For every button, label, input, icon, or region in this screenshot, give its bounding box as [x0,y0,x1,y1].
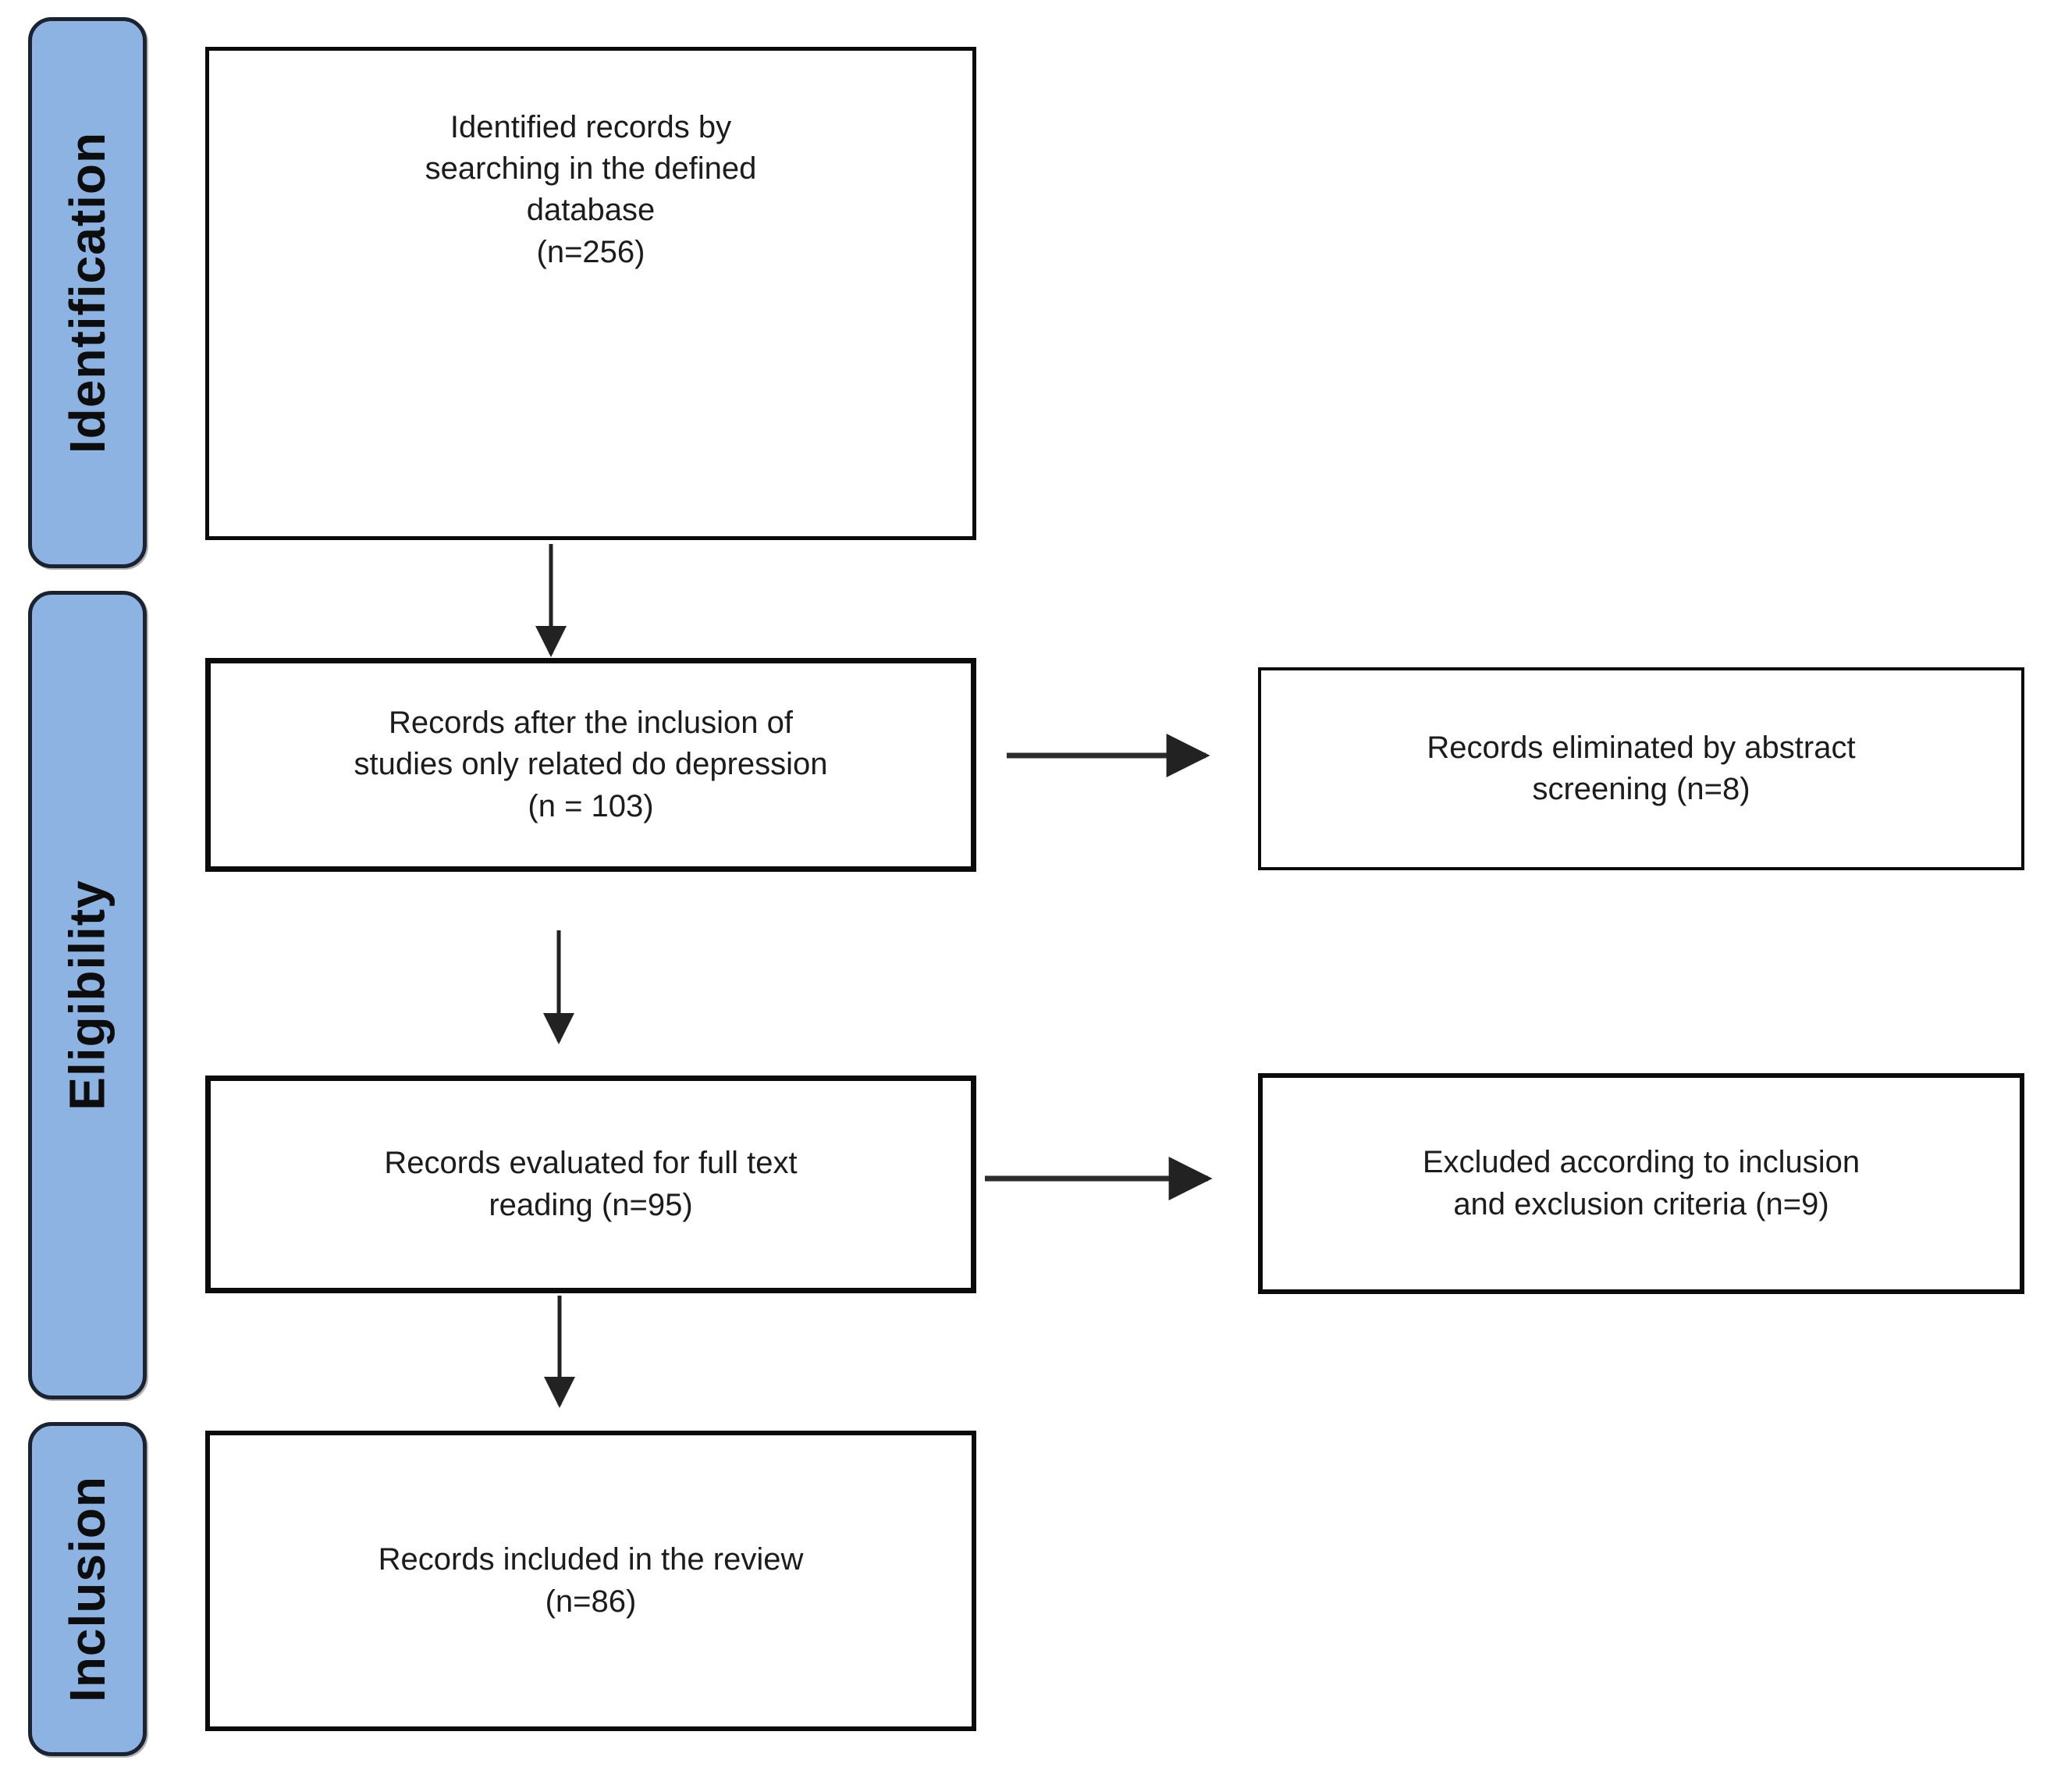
flow-box-included-in-review-text: Records included in the review (n=86) [378,1542,804,1619]
flow-box-identified-records: Identified records by searching in the d… [205,47,976,540]
flow-box-full-text-evaluated: Records evaluated for full text reading … [205,1076,976,1293]
side-box-eliminated-by-abstract: Records eliminated by abstract screening… [1258,667,2024,870]
stage-band-identification: Identification [28,17,147,568]
flow-box-records-after-inclusion: Records after the inclusion of studies o… [205,658,976,872]
side-box-eliminated-by-abstract-text: Records eliminated by abstract screening… [1427,730,1856,806]
flow-box-full-text-evaluated-text: Records evaluated for full text reading … [384,1146,798,1222]
side-box-excluded-by-criteria-text: Excluded according to inclusion and excl… [1422,1145,1860,1221]
stage-band-inclusion: Inclusion [28,1422,147,1756]
flow-box-included-in-review: Records included in the review (n=86) [205,1431,976,1731]
stage-label-identification: Identification [59,131,115,454]
side-box-excluded-by-criteria: Excluded according to inclusion and excl… [1258,1073,2024,1294]
flow-box-identified-records-text: Identified records by searching in the d… [425,110,757,269]
flow-box-records-after-inclusion-text: Records after the inclusion of studies o… [354,706,828,823]
stage-label-eligibility: Eligibility [59,880,115,1111]
stage-label-inclusion: Inclusion [59,1476,115,1702]
stage-band-eligibility: Eligibility [28,591,147,1399]
